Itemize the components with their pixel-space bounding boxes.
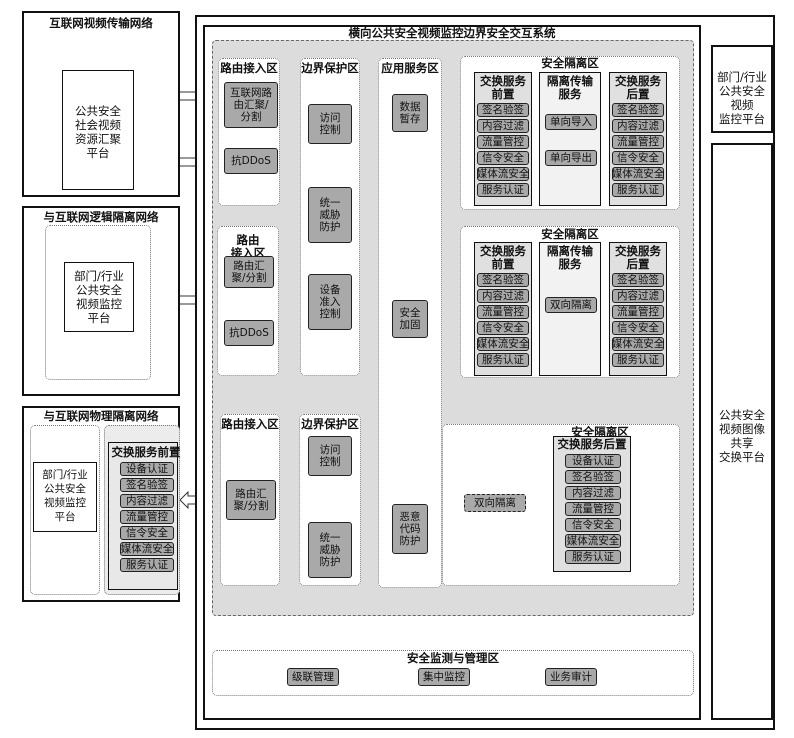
isolation-2-rear-item: 媒体流安全 — [611, 337, 665, 351]
physical-exchange-item: 流量管控 — [120, 510, 174, 524]
right-top-platform: 部门/行业 公共安全 视频 监控平台 — [711, 45, 773, 133]
central-monitoring: 集中监控 — [418, 668, 470, 686]
route-access-zone-2-title-1: 路由 — [236, 233, 260, 247]
exchange-rear-3-title: 交换服务后置 — [557, 437, 627, 451]
threat-protect-3: 统一威胁防护 — [308, 522, 352, 578]
isolation-2-transfer-title: 隔离传输 — [547, 244, 593, 258]
system-title: 横向公共安全视频监控边界安全交互系统 — [348, 26, 556, 40]
security-hardening: 安全加固 — [392, 300, 428, 338]
exchange-rear-3-item: 签名验签 — [565, 470, 621, 484]
isolation-2-front-item: 媒体流安全 — [476, 337, 530, 351]
threat-protect-1: 统一威胁防护 — [308, 187, 352, 243]
business-audit: 业务审计 — [545, 668, 597, 686]
bidirectional-isolation-2: 双向隔离 — [545, 297, 597, 313]
physical-platform-box: 部门/行业 公共安全 视频监控 平台 — [33, 462, 97, 532]
isolation-2-transfer-title: 服务 — [558, 257, 582, 271]
isolation-1-rear-item: 媒体流安全 — [611, 167, 665, 181]
physical-exchange-item: 媒体流安全 — [120, 542, 174, 556]
security-isolation-zone-2-title: 安全隔离区 — [541, 227, 599, 241]
isolation-2-front-item: 流量管控 — [477, 305, 529, 319]
isolation-2-front-item: 服务认证 — [477, 353, 529, 367]
physical-exchange-item: 服务认证 — [120, 558, 174, 572]
isolation-2-front-title: 交换服务 — [480, 244, 526, 258]
isolation-2-front-item: 内容过滤 — [477, 289, 529, 303]
isolation-1-front-item: 签名验签 — [477, 103, 529, 117]
route-access-zone-1 — [218, 58, 280, 206]
isolation-1-rear-item: 签名验签 — [612, 103, 664, 117]
isolation-2-rear-item: 流量管控 — [612, 305, 664, 319]
router-aggregation-3: 路由汇聚/分割 — [226, 480, 276, 520]
access-control-1: 访问控制 — [308, 104, 352, 144]
isolation-2-rear-title: 交换服务 — [615, 244, 661, 258]
exchange-rear-3-item: 媒体流安全 — [565, 534, 621, 548]
isolation-1-rear-title: 交换服务 — [615, 74, 661, 88]
router-aggregation-2: 路由汇聚/分割 — [224, 256, 274, 288]
anti-ddos-1: 抗DDoS — [224, 148, 278, 174]
isolation-1-front-item: 服务认证 — [477, 183, 529, 197]
anti-ddos-2: 抗DDoS — [224, 320, 274, 346]
route-access-zone-1-title: 路由接入区 — [220, 61, 278, 75]
logical-platform-box: 部门/行业 公共安全 视频监控 平台 — [64, 262, 134, 332]
physical-exchange-item: 信令安全 — [120, 526, 174, 540]
exchange-rear-3-item: 流量管控 — [565, 502, 621, 516]
isolation-2-rear-item: 信令安全 — [612, 321, 664, 335]
malware-protection: 恶意代码防护 — [392, 504, 428, 554]
isolation-1-transfer-title: 隔离传输 — [547, 74, 593, 88]
security-isolation-zone-3-title: 安全隔离区 — [571, 425, 629, 439]
logical-network-title: 与互联网逻辑隔离网络 — [43, 210, 159, 224]
physical-exchange-item: 内容过滤 — [120, 494, 174, 508]
cascade-management: 级联管理 — [287, 668, 339, 686]
isolation-2-rear-item: 服务认证 — [612, 353, 664, 367]
isolation-2-front-item: 信令安全 — [477, 321, 529, 335]
isolation-2-rear-item: 签名验签 — [612, 273, 664, 287]
isolation-1-rear-item: 信令安全 — [612, 151, 664, 165]
route-access-zone-3-title: 路由接入区 — [221, 417, 279, 431]
isolation-1-rear-title: 后置 — [626, 87, 650, 101]
isolation-1-front-item: 信令安全 — [477, 151, 529, 165]
isolation-2-front-item: 签名验签 — [477, 273, 529, 287]
isolation-1-front-title: 交换服务 — [480, 74, 526, 88]
physical-network-title: 与互联网物理隔离网络 — [43, 409, 159, 423]
exchange-rear-3-item: 内容过滤 — [565, 486, 621, 500]
isolation-1-rear-item: 内容过滤 — [612, 119, 664, 133]
route-access-zone-2 — [217, 226, 279, 376]
border-protect-zone-1-title: 边界保护区 — [301, 61, 359, 75]
access-control-3: 访问控制 — [308, 436, 352, 476]
isolation-1-front-item: 流量管控 — [477, 135, 529, 149]
data-buffer: 数据暂存 — [392, 94, 428, 132]
bidirectional-isolation-3: 双向隔离 — [464, 494, 526, 512]
physical-exchange-item: 设备认证 — [120, 462, 174, 476]
isolation-1-transfer-box — [539, 72, 601, 206]
device-access-control: 设备准入控制 — [308, 274, 352, 330]
physical-exchange-title: 交换服务前置 — [111, 445, 181, 459]
isolation-2-rear-title: 后置 — [626, 257, 650, 271]
physical-exchange-item: 签名验签 — [120, 478, 174, 492]
isolation-1-front-item: 媒体流安全 — [476, 167, 530, 181]
security-isolation-zone-1-title: 安全隔离区 — [541, 56, 599, 70]
exchange-rear-3-item: 设备认证 — [565, 454, 621, 468]
exchange-rear-3-item: 信令安全 — [565, 518, 621, 532]
one-way-import: 单向导入 — [545, 114, 597, 130]
router-aggregation-1: 互联网路由汇聚/分割 — [224, 82, 278, 128]
exchange-rear-3-item: 服务认证 — [565, 550, 621, 564]
internet-platform-box: 公共安全 社会视频 资源汇聚 平台 — [62, 70, 134, 190]
isolation-1-front-title: 前置 — [491, 87, 515, 101]
one-way-export: 单向导出 — [545, 150, 597, 166]
isolation-1-rear-item: 流量管控 — [612, 135, 664, 149]
internet-network-title: 互联网视频传输网络 — [49, 16, 153, 30]
isolation-1-rear-item: 服务认证 — [612, 183, 664, 197]
app-service-zone-title: 应用服务区 — [381, 61, 439, 75]
isolation-2-rear-item: 内容过滤 — [612, 289, 664, 303]
isolation-1-transfer-title: 服务 — [558, 87, 582, 101]
right-main-platform: 公共安全 视频图像 共享 交换平台 — [711, 143, 773, 720]
isolation-2-front-title: 前置 — [491, 257, 515, 271]
monitor-mgmt-zone-title: 安全监测与管理区 — [407, 651, 499, 665]
isolation-1-front-item: 内容过滤 — [477, 119, 529, 133]
border-protect-zone-3-title: 边界保护区 — [301, 417, 359, 431]
